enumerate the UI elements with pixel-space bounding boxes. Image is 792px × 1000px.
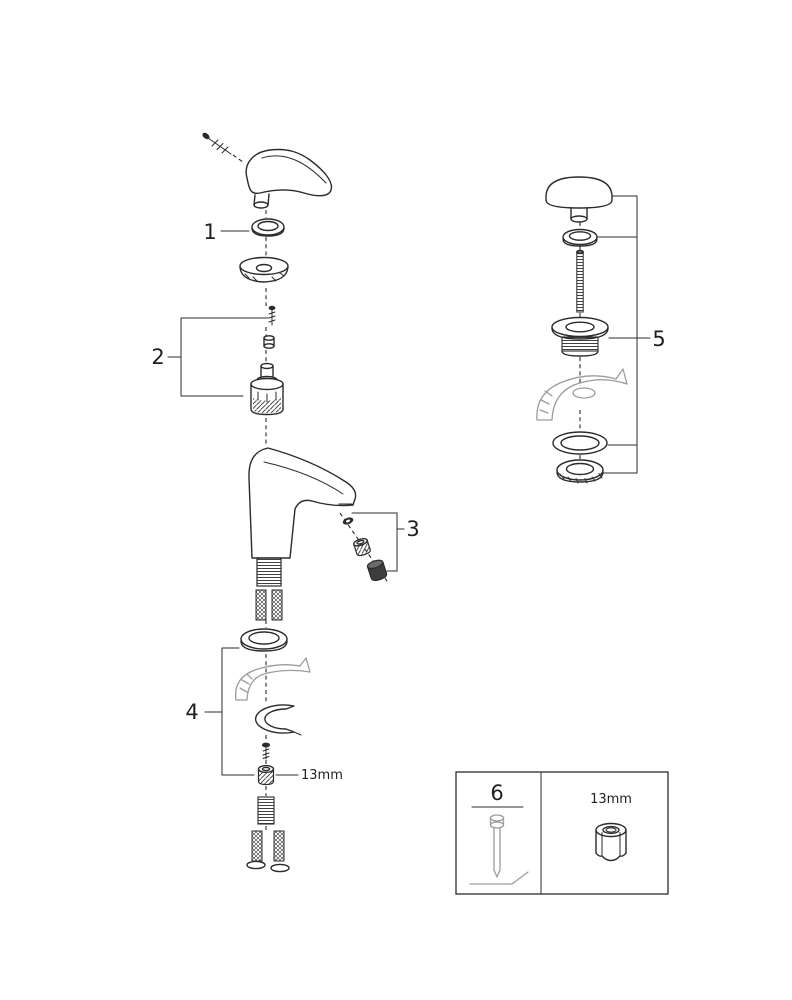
dome-escutcheon: [239, 256, 289, 283]
horseshoe-bracket: [254, 704, 302, 736]
legend-box: 6 13mm: [455, 771, 669, 895]
drain-screw: [576, 249, 584, 313]
base-ring: [240, 628, 288, 652]
part-5-label: 5: [652, 327, 665, 351]
part-1-label: 1: [203, 220, 216, 244]
drain-oring: [552, 431, 608, 455]
center-axis-left: [232, 154, 267, 831]
part-3-label: 3: [406, 517, 419, 541]
handle-fixing-screw: [202, 132, 232, 155]
cartridge-spacer: [263, 335, 275, 349]
drain-washer: [562, 228, 598, 247]
faucet-body: [248, 447, 357, 559]
aerator-sleeve: [366, 559, 388, 582]
legend-nut: [595, 822, 627, 862]
lever-handle: [245, 148, 333, 209]
drain-flange: [551, 316, 609, 357]
part-2-callout: 2: [151, 317, 269, 397]
drain-plug-cap: [545, 176, 613, 223]
aerator-nut: [353, 537, 371, 557]
part-3-callout: 3: [351, 512, 420, 572]
nut-size-label: 13mm: [301, 768, 343, 783]
fixing-nut-13mm: 13mm: [257, 764, 343, 786]
part-4-label: 4: [185, 700, 198, 724]
mounting-shank: [255, 557, 283, 621]
legend-nut-size-label: 13mm: [590, 792, 632, 807]
cartridge: [250, 362, 284, 416]
cartridge-screw: [268, 305, 276, 326]
aerator-parts-group: [339, 512, 388, 582]
part-6-label: 6: [490, 781, 503, 805]
drain-locknut: [556, 459, 604, 484]
mounting-context-gray: [234, 657, 311, 701]
part-5-callout: 5: [597, 195, 666, 474]
part-1-callout: 1: [203, 220, 250, 244]
cap-ring-part-1: [251, 218, 285, 237]
sink-context-gray: [536, 368, 628, 421]
part-4-callout: 4: [185, 647, 255, 776]
aerator-seal: [342, 517, 354, 525]
fixing-screw: [262, 742, 270, 760]
supply-hoses: [246, 796, 290, 873]
part-2-label: 2: [151, 345, 164, 369]
legend-tool: [469, 814, 529, 885]
